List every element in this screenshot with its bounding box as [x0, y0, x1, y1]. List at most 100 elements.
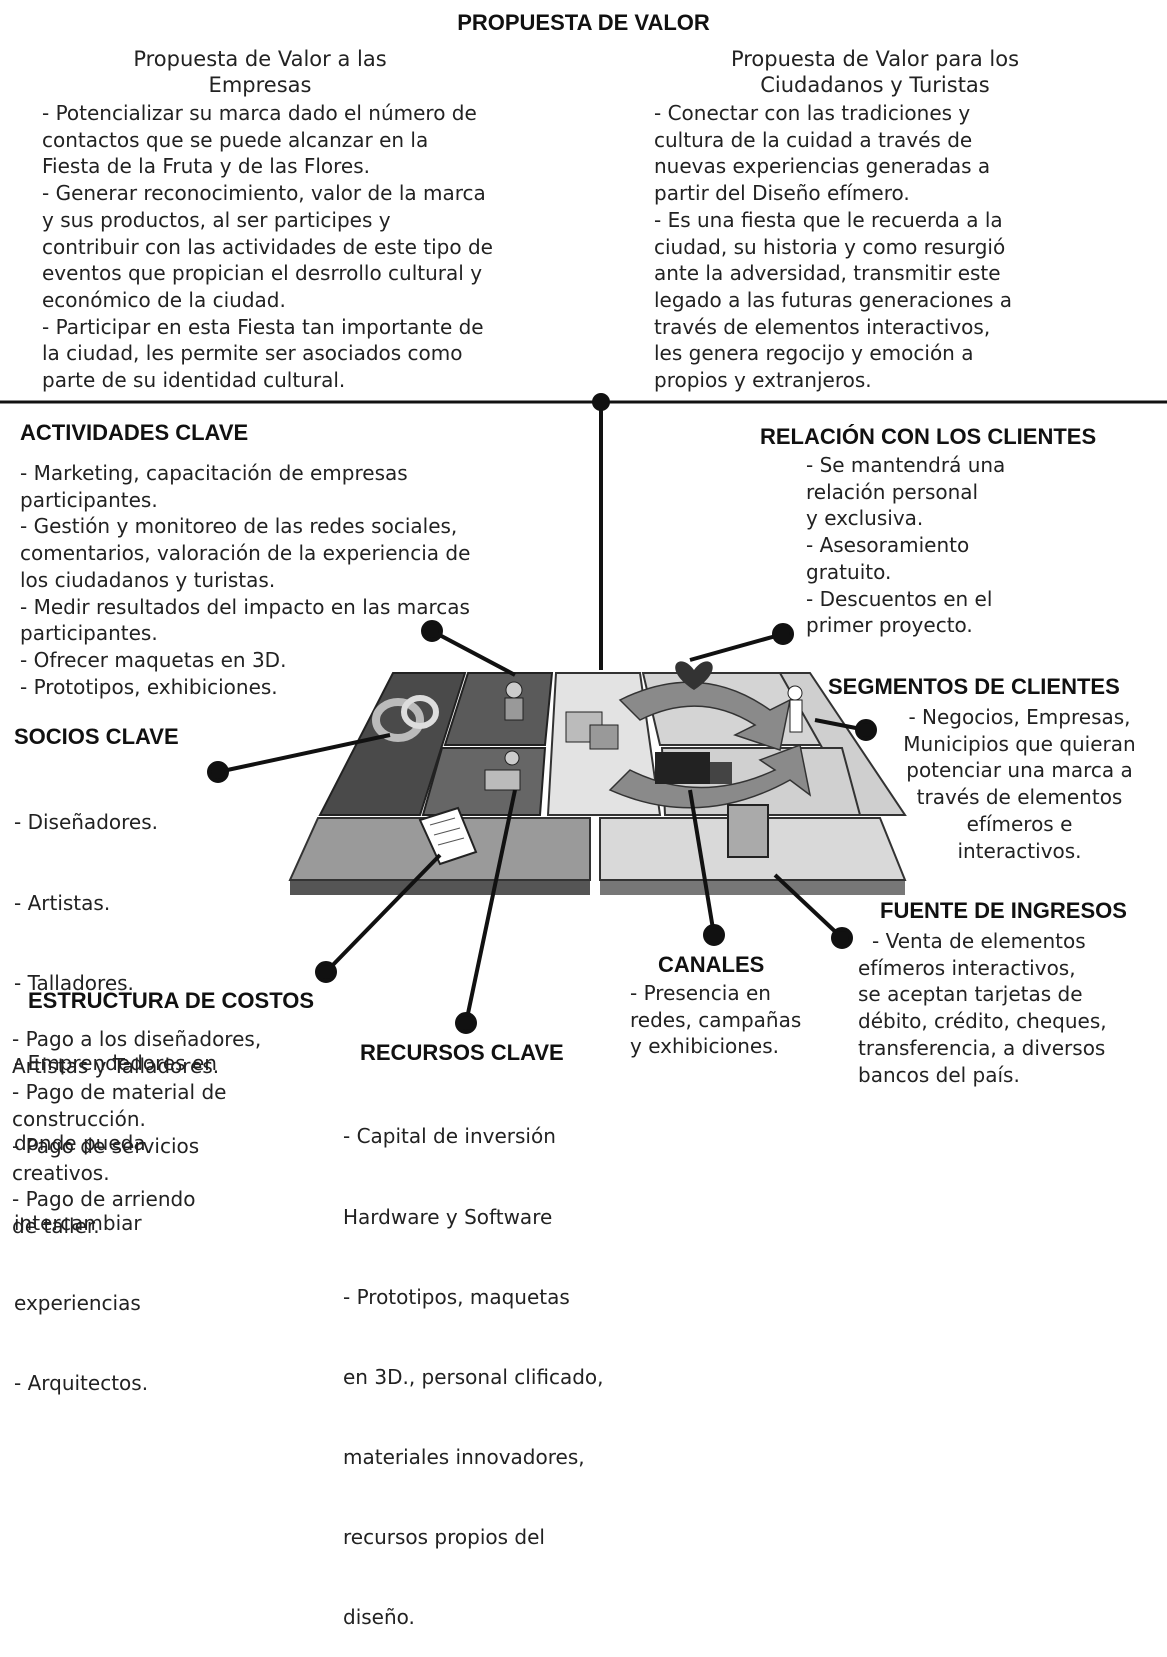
costs-text: - Pago a los diseñadores, Artistas y Tal… [12, 1026, 261, 1240]
text-line: - Diseñadores. [14, 810, 158, 835]
text-line: - Descuentos en el [806, 586, 993, 611]
text-line: eventos que propician el desrrollo cultu… [42, 261, 483, 286]
text-line: se aceptan tarjetas de [858, 982, 1083, 1007]
text-line: construcción. [12, 1107, 146, 1132]
text-line: donde pueda [14, 1130, 146, 1155]
vp-business-heading-line: Propuesta de Valor a las [133, 47, 387, 71]
text-line: nuevas experiencias generadas a [654, 154, 991, 179]
text-line: - Es una fiesta que le recuerda a la [654, 207, 1003, 232]
key-activities-heading: ACTIVIDADES CLAVE [20, 420, 249, 445]
resources-heading: RECURSOS CLAVE [360, 1040, 564, 1065]
dot-partners [207, 761, 229, 783]
text-line: potenciar una marca a [906, 758, 1133, 783]
text-line: - Asesoramiento [806, 533, 970, 558]
text-line: - Artistas. [14, 890, 111, 915]
vp-business-heading: Propuesta de Valor a las Empresas [90, 46, 430, 98]
segments-text: - Negocios, Empresas, Municipios que qui… [872, 704, 1167, 864]
text-line: - Pago de servicios [12, 1133, 200, 1158]
text-line: - Capital de inversión [343, 1124, 556, 1149]
channels-text: - Presencia en redes, campañas y exhibic… [630, 980, 801, 1060]
text-line: primer proyecto. [806, 613, 973, 638]
text-line: y sus productos, al ser participes y [42, 207, 391, 232]
text-line: - Potencializar su marca dado el número … [42, 101, 477, 125]
text-line: través de elementos [916, 785, 1123, 810]
text-line: experiencias [14, 1291, 141, 1316]
divider-dot [592, 393, 610, 411]
text-line: - Arquitectos. [14, 1371, 149, 1396]
heart-icon [675, 661, 713, 690]
text-line: efímeros interactivos, [858, 955, 1076, 980]
dot-revenue [831, 927, 853, 949]
vp-business-text: - Potencializar su marca dado el número … [42, 100, 493, 394]
costs-heading: ESTRUCTURA DE COSTOS [28, 988, 315, 1013]
dot-activities [421, 620, 443, 642]
segments-heading: SEGMENTOS DE CLIENTES [828, 674, 1120, 699]
text-line: económico de la ciudad. [42, 287, 286, 312]
text-line: - Emprendedores en [14, 1050, 217, 1075]
text-line: - Participar en esta Fiesta tan importan… [42, 314, 484, 339]
text-line: - Medir resultados del impacto en las ma… [20, 594, 470, 619]
text-line: - Pago de material de [12, 1080, 227, 1105]
truck-icon [655, 752, 710, 784]
text-line: - Marketing, capacitación de empresas [20, 461, 408, 485]
dot-channels [703, 924, 725, 946]
text-line: contactos que se puede alcanzar en la [42, 127, 429, 152]
text-line: transferencia, a diversos [858, 1035, 1106, 1060]
text-line: participantes. [20, 487, 158, 512]
text-line: - Talladores. [14, 970, 134, 995]
text-line: - Prototipos, maquetas [343, 1284, 570, 1309]
text-line: Fiesta de la Fruta y de las Flores. [42, 154, 371, 179]
channels-heading: CANALES [658, 952, 765, 977]
text-line: intercambiar [14, 1210, 142, 1235]
text-line: - Se mantendrá una [806, 453, 1006, 477]
tile-key-activities [443, 672, 554, 746]
text-line: redes, campañas [630, 1007, 802, 1032]
text-line: de taller. [12, 1213, 100, 1238]
document-icon [418, 806, 478, 866]
vp-business-heading-line: Empresas [208, 73, 312, 97]
text-line: través de elementos interactivos, [654, 314, 991, 339]
text-line: débito, crédito, cheques, [858, 1009, 1107, 1034]
text-line: y exhibiciones. [630, 1034, 780, 1059]
canvas-diagram [0, 393, 1167, 1034]
partners-heading: SOCIOS CLAVE [14, 724, 179, 749]
text-line: comentarios, valoración de la experienci… [20, 541, 471, 566]
text-line: - Presencia en [630, 981, 771, 1005]
resources-text: - Capital de inversión Hardware y Softwa… [343, 1070, 604, 1657]
text-line: en 3D., personal clificado, [343, 1364, 604, 1389]
text-line: - Conectar con las tradiciones y [654, 101, 971, 125]
dot-relationship [772, 623, 794, 645]
dot-costs [315, 961, 337, 983]
text-line: bancos del país. [858, 1062, 1020, 1087]
text-line: la ciudad, les permite ser asociados com… [42, 341, 463, 366]
text-line: interactivos. [957, 838, 1082, 863]
dot-segments [855, 719, 877, 741]
text-line: efímeros e [966, 811, 1073, 836]
text-line: - Pago de arriendo [12, 1187, 196, 1212]
text-line: materiales innovadores, [343, 1444, 585, 1469]
vp-citizens-heading-line: Propuesta de Valor para los [730, 47, 1020, 71]
text-line: creativos. [12, 1160, 110, 1185]
text-line: propios y extranjeros. [654, 368, 872, 393]
register-icon [727, 804, 769, 858]
text-line: - Negocios, Empresas, [908, 705, 1131, 729]
text-line: gratuito. [806, 559, 892, 584]
text-line: cultura de la cuidad a través de [654, 127, 973, 152]
text-line: los ciudadanos y turistas. [20, 567, 276, 592]
revenue-heading: FUENTE DE INGRESOS [880, 898, 1127, 923]
text-line: diseño. [343, 1605, 415, 1630]
text-line: - Gestión y monitoreo de las redes socia… [20, 514, 458, 539]
text-line: - Pago a los diseñadores, [12, 1027, 262, 1051]
text-line: - Prototipos, exhibiciones. [20, 674, 278, 699]
text-line: Hardware y Software [343, 1204, 553, 1229]
text-line: parte de su identidad cultural. [42, 368, 346, 393]
text-line: relación personal [806, 479, 979, 504]
text-line: - Generar reconocimiento, valor de la ma… [42, 181, 486, 206]
vp-citizens-text: - Conectar con las tradiciones y cultura… [654, 100, 1012, 394]
tile-key-partners [318, 672, 467, 816]
vp-citizens-heading: Propuesta de Valor para los Ciudadanos y… [690, 46, 1060, 98]
text-line: legado a las futuras generaciones a [654, 287, 1013, 312]
text-line: y exclusiva. [806, 506, 924, 531]
vp-citizens-heading-line: Ciudadanos y Turistas [760, 73, 990, 97]
chain-icon [372, 698, 424, 742]
